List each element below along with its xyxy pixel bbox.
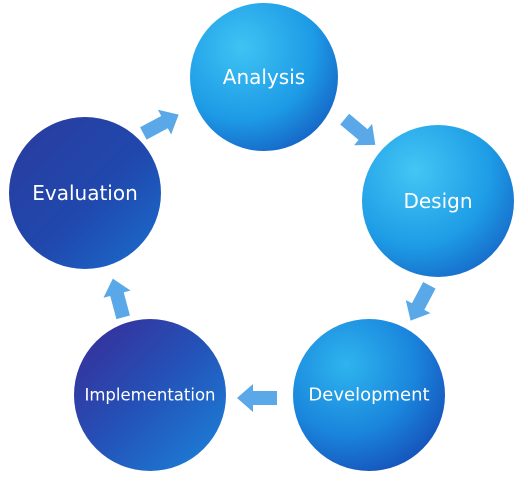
- node-development: Development: [293, 319, 445, 471]
- node-evaluation: Evaluation: [9, 117, 161, 269]
- arrow-shape: [103, 278, 131, 320]
- arrow-shape: [140, 109, 179, 140]
- arrow-shape: [340, 113, 376, 146]
- arrow-evaluation-to-analysis: [140, 109, 179, 140]
- node-label-development: Development: [308, 385, 429, 406]
- arrow-analysis-to-design: [340, 113, 376, 146]
- arrow-shape: [405, 282, 436, 321]
- node-circle: [74, 319, 226, 471]
- node-circle: [362, 125, 514, 277]
- node-design: Design: [362, 125, 514, 277]
- node-implementation: Implementation: [74, 319, 226, 471]
- arrow-shape: [237, 384, 277, 412]
- node-label-evaluation: Evaluation: [32, 181, 138, 205]
- arrow-development-to-implementation: [237, 384, 277, 412]
- node-analysis: Analysis: [190, 3, 338, 151]
- node-label-implementation: Implementation: [84, 386, 215, 405]
- node-label-analysis: Analysis: [223, 65, 305, 89]
- node-circle: [190, 3, 338, 151]
- node-label-design: Design: [403, 189, 472, 213]
- arrow-design-to-development: [405, 282, 436, 321]
- arrow-implementation-to-evaluation: [103, 278, 131, 320]
- node-circle: [9, 117, 161, 269]
- node-circle: [293, 319, 445, 471]
